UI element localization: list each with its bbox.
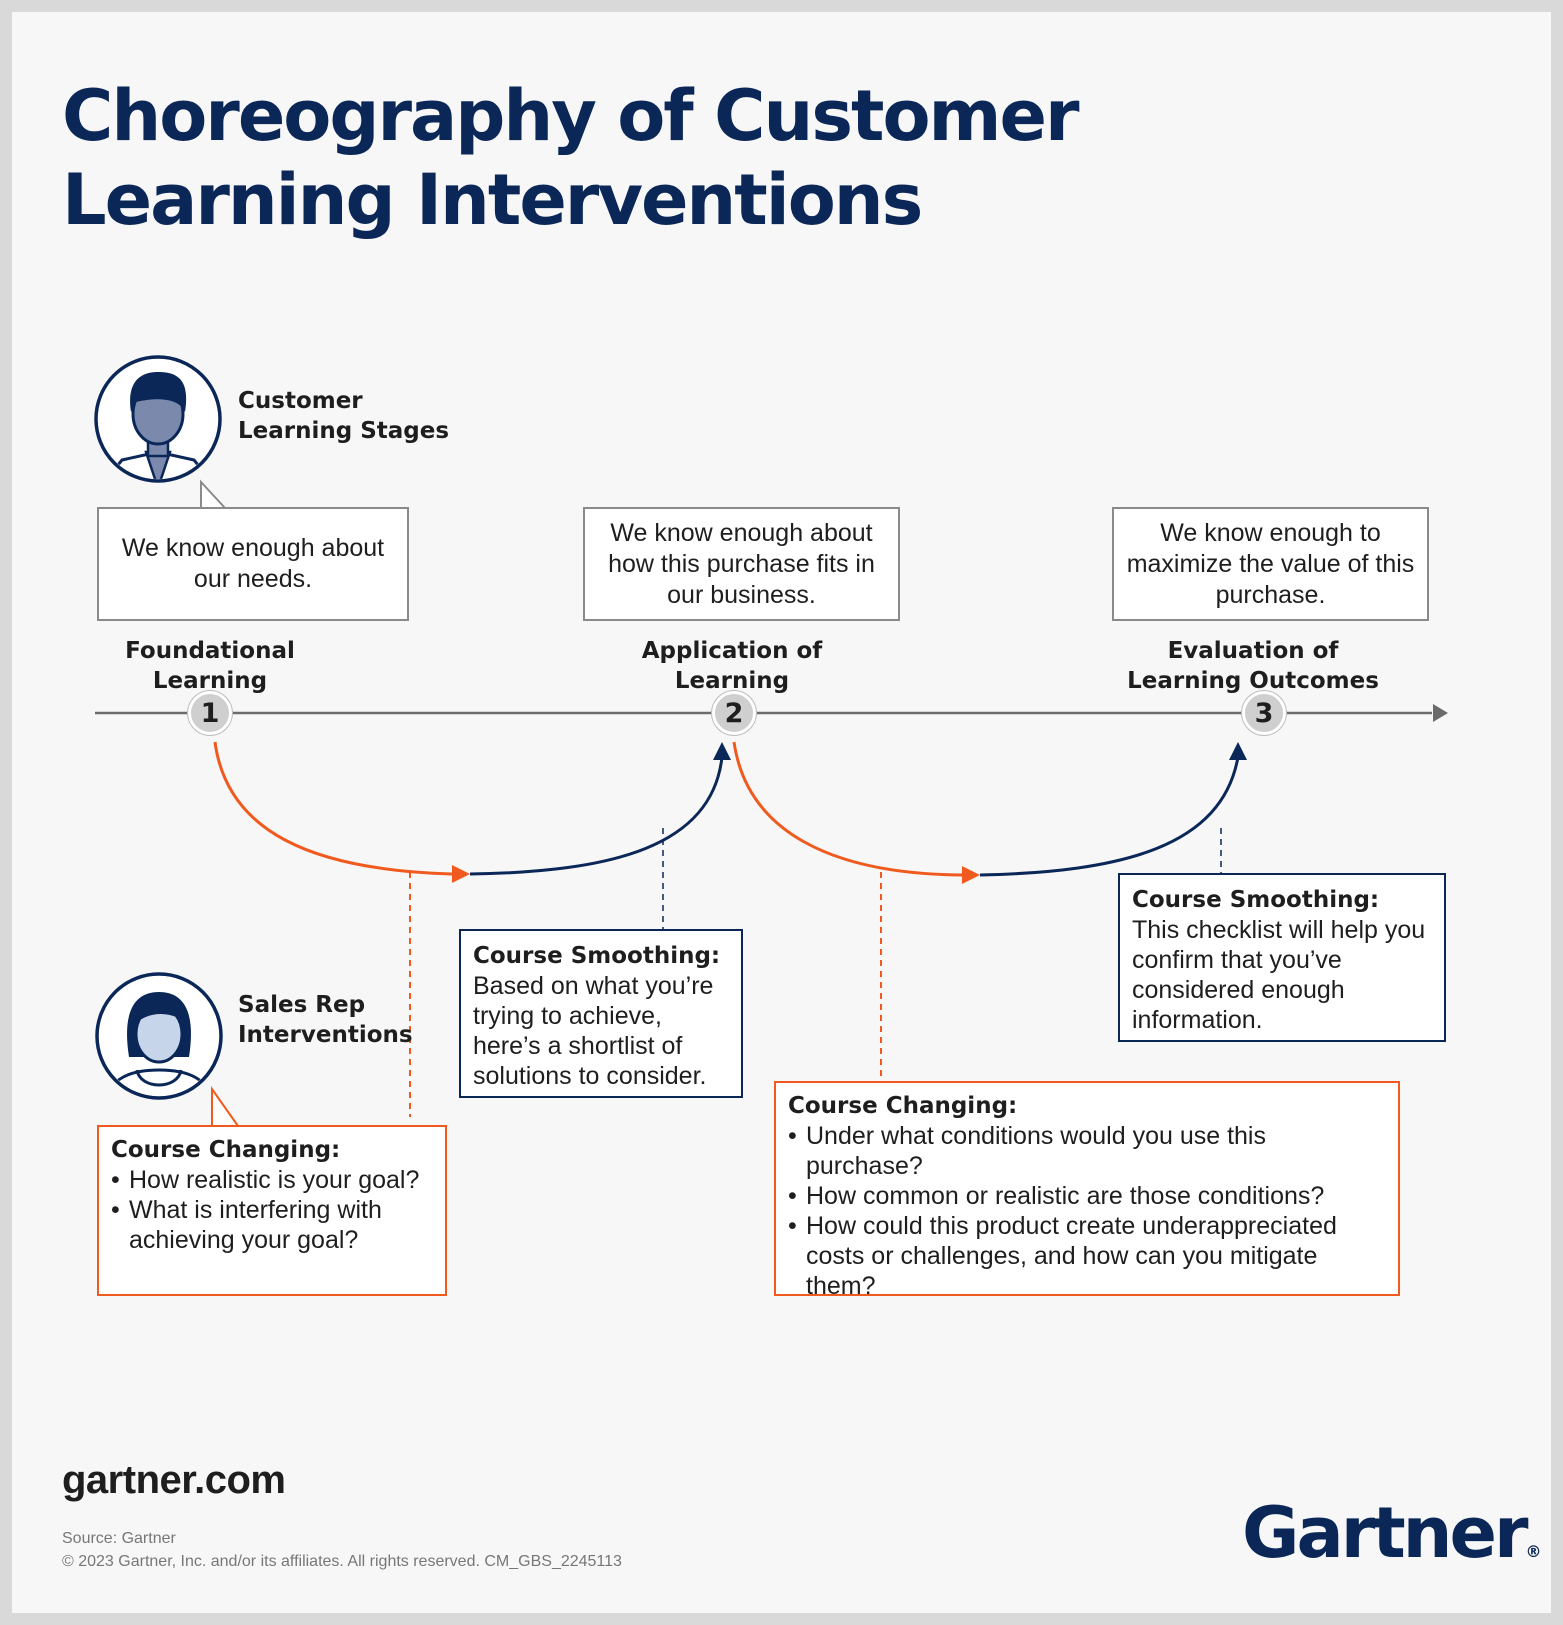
stage-3-label: Evaluation of Learning Outcomes: [1127, 638, 1379, 694]
course-changing-box-1: Course Changing: How realistic is your g…: [97, 1125, 447, 1296]
course-smoothing-heading: Course Smoothing:: [473, 943, 721, 969]
source-note: Source: Gartner: [62, 1530, 176, 1547]
course-smoothing-box-2: Course Smoothing: This checklist will he…: [1118, 873, 1446, 1042]
sales-rep-avatar-icon: [95, 972, 223, 1100]
page-title: Choreography of Customer Learning Interv…: [62, 74, 1079, 242]
course-changing-heading: Course Changing:: [111, 1137, 341, 1163]
title-line-2: Learning Interventions: [62, 159, 923, 241]
course-changing-arrowhead-1: [452, 865, 470, 883]
timeline-arrowhead: [1433, 704, 1448, 722]
website-link[interactable]: gartner.com: [62, 1458, 286, 1502]
course-changing-bullets: How realistic is your goal? What is inte…: [111, 1165, 433, 1255]
stage-3-quote-box: We know enough to maximize the value of …: [1112, 507, 1429, 621]
stage-1-label: Foundational Learning: [125, 638, 295, 694]
stage-1-quote-box: We know enough about our needs.: [97, 507, 409, 621]
course-changing-arrowhead-2: [962, 866, 980, 884]
title-line-1: Choreography of Customer: [62, 75, 1079, 157]
customer-role-label: Customer Learning Stages: [238, 388, 450, 444]
course-smoothing-heading: Course Smoothing:: [1132, 887, 1380, 913]
course-changing-bullets: Under what conditions would you use this…: [788, 1121, 1386, 1301]
bullet-item: How could this product create underappre…: [788, 1211, 1386, 1301]
sales-rep-bubble-tail: [211, 1085, 239, 1127]
customer-bubble-tail: [200, 479, 226, 509]
stage-2-quote-box: We know enough about how this purchase f…: [583, 507, 900, 621]
flow-diagram: [94, 355, 1448, 1127]
gartner-logo: Gartner®: [1242, 1492, 1542, 1574]
infographic-canvas: Choreography of Customer Learning Interv…: [12, 12, 1551, 1613]
bullet-item: Under what conditions would you use this…: [788, 1121, 1386, 1181]
customer-avatar-icon: [94, 355, 222, 483]
course-changing-arc-1: [213, 741, 453, 876]
sales-rep-role-label: Sales Rep Interventions: [238, 992, 413, 1048]
course-changing-arc-2: [732, 741, 963, 877]
registered-mark: ®: [1525, 1542, 1542, 1561]
logo-wordmark: Gartner: [1242, 1492, 1529, 1574]
course-smoothing-arc-1: [469, 756, 724, 876]
course-smoothing-text: This checklist will help you confirm tha…: [1132, 916, 1426, 1034]
bullet-item: What is interfering with achieving your …: [111, 1195, 433, 1255]
course-smoothing-arc-2: [979, 756, 1240, 877]
course-smoothing-box-1: Course Smoothing: Based on what you’re t…: [459, 929, 743, 1098]
bullet-item: How realistic is your goal?: [111, 1165, 433, 1195]
stage-1-node: 1: [188, 691, 232, 735]
course-smoothing-arrowhead-2: [1229, 742, 1247, 760]
stage-3-node: 3: [1242, 691, 1286, 735]
course-changing-heading: Course Changing:: [788, 1093, 1018, 1119]
course-changing-box-2: Course Changing: Under what conditions w…: [774, 1081, 1400, 1300]
stage-2-node: 2: [712, 691, 756, 735]
course-smoothing-arrowhead-1: [713, 742, 731, 760]
stage-2-label: Application of Learning: [641, 638, 823, 694]
bullet-item: How common or realistic are those condit…: [788, 1181, 1386, 1211]
course-smoothing-text: Based on what you’re trying to achieve, …: [473, 972, 714, 1090]
copyright-note: © 2023 Gartner, Inc. and/or its affiliat…: [62, 1553, 622, 1570]
